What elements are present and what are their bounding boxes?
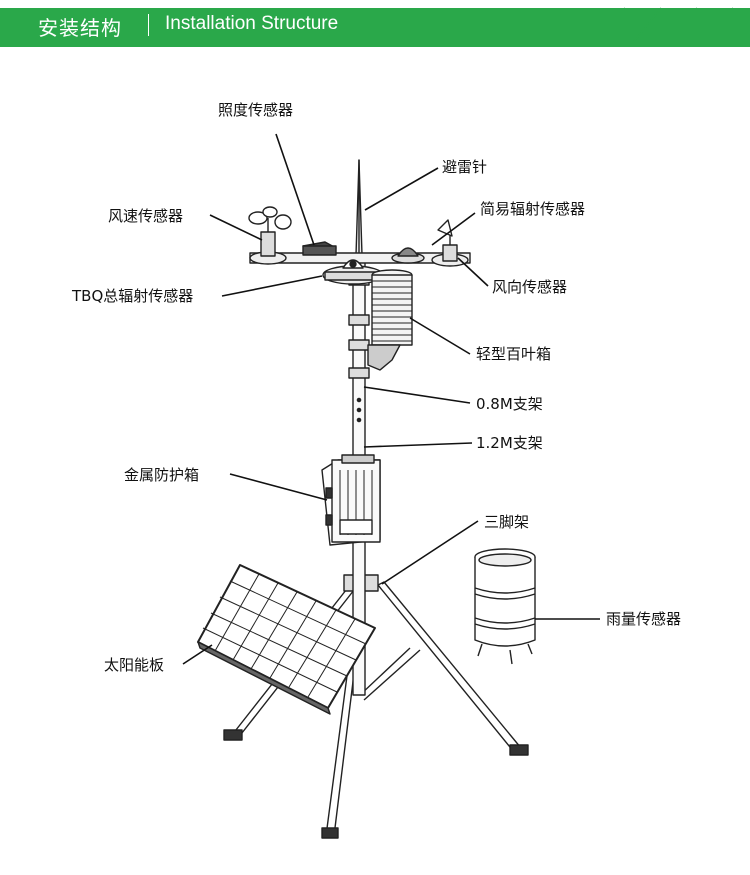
label-illuminance-sensor: 照度传感器 — [218, 101, 294, 119]
metal-protection-box-drawing — [321, 454, 381, 546]
label-bracket-12m: 1.2M支架 — [476, 434, 543, 452]
mast — [348, 159, 370, 696]
tbq-radiation-sensor-drawing — [322, 259, 384, 285]
label-light-louver-box: 轻型百叶箱 — [476, 345, 552, 363]
rain-gauge-drawing — [474, 548, 536, 665]
label-tripod: 三脚架 — [484, 513, 530, 531]
header-slash-decoration — [0, 7, 750, 47]
solar-panel-drawing — [197, 564, 376, 715]
leader-lines — [182, 133, 600, 665]
illuminance-sensor-drawing — [302, 241, 337, 256]
simple-radiation-sensor-drawing — [391, 247, 425, 264]
label-simple-radiation-sensor: 简易辐射传感器 — [480, 200, 586, 218]
label-lightning-rod: 避雷针 — [442, 158, 488, 176]
header-title-zh: 安装结构 — [38, 16, 122, 40]
wind-speed-sensor-drawing — [248, 206, 292, 257]
header-title-en: Installation Structure — [165, 13, 339, 34]
label-rain-gauge-sensor: 雨量传感器 — [606, 610, 682, 628]
label-solar-panel: 太阳能板 — [104, 656, 165, 674]
header-separator — [148, 14, 149, 36]
label-wind-direction-sensor: 风向传感器 — [492, 278, 568, 296]
section-header: 安装结构 Installation Structure — [0, 0, 750, 47]
label-tbq-total-radiation-sensor: TBQ总辐射传感器 — [72, 287, 194, 305]
label-wind-speed-sensor: 风速传感器 — [108, 207, 184, 225]
louver-box-drawing — [367, 269, 413, 371]
header-bar — [0, 8, 750, 44]
label-metal-protection-box: 金属防护箱 — [124, 466, 200, 484]
label-bracket-08m: 0.8M支架 — [476, 395, 543, 413]
